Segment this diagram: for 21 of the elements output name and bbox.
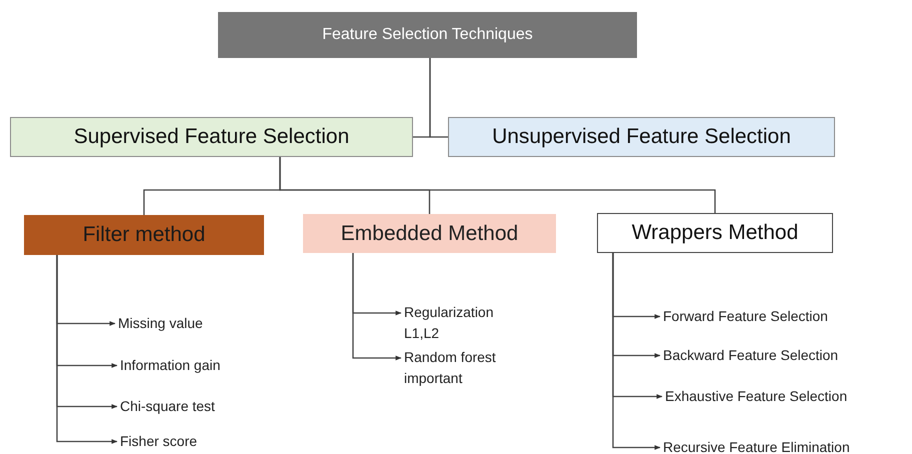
list-item-text: Exhaustive Feature Selection (665, 386, 848, 407)
method-box: Embedded Method (303, 214, 556, 253)
list-item-text: Recursive Feature Elimination (663, 437, 850, 454)
arrow (352, 253, 402, 360)
list-item-text: Chi-square test (120, 396, 215, 417)
arrow (56, 255, 118, 444)
list-item-text: Forward Feature Selection (663, 306, 828, 327)
method-box: Filter method (24, 215, 264, 255)
list-item-text: Backward Feature Selection (663, 345, 838, 366)
list-item-text: Random forest important (404, 347, 522, 389)
category-box: Supervised Feature Selection (10, 117, 413, 157)
arrow (612, 253, 661, 450)
list-item-text: Information gain (120, 355, 220, 376)
connector-line (429, 58, 448, 138)
list-item-text: Regularization L1,L2 (404, 302, 522, 344)
connector-line (279, 157, 716, 213)
category-box: Unsupervised Feature Selection (448, 117, 835, 157)
list-item-text: Missing value (118, 313, 203, 334)
method-box: Wrappers Method (597, 213, 833, 253)
root-box: Feature Selection Techniques (218, 12, 637, 58)
list-item-text: Fisher score (120, 431, 198, 452)
